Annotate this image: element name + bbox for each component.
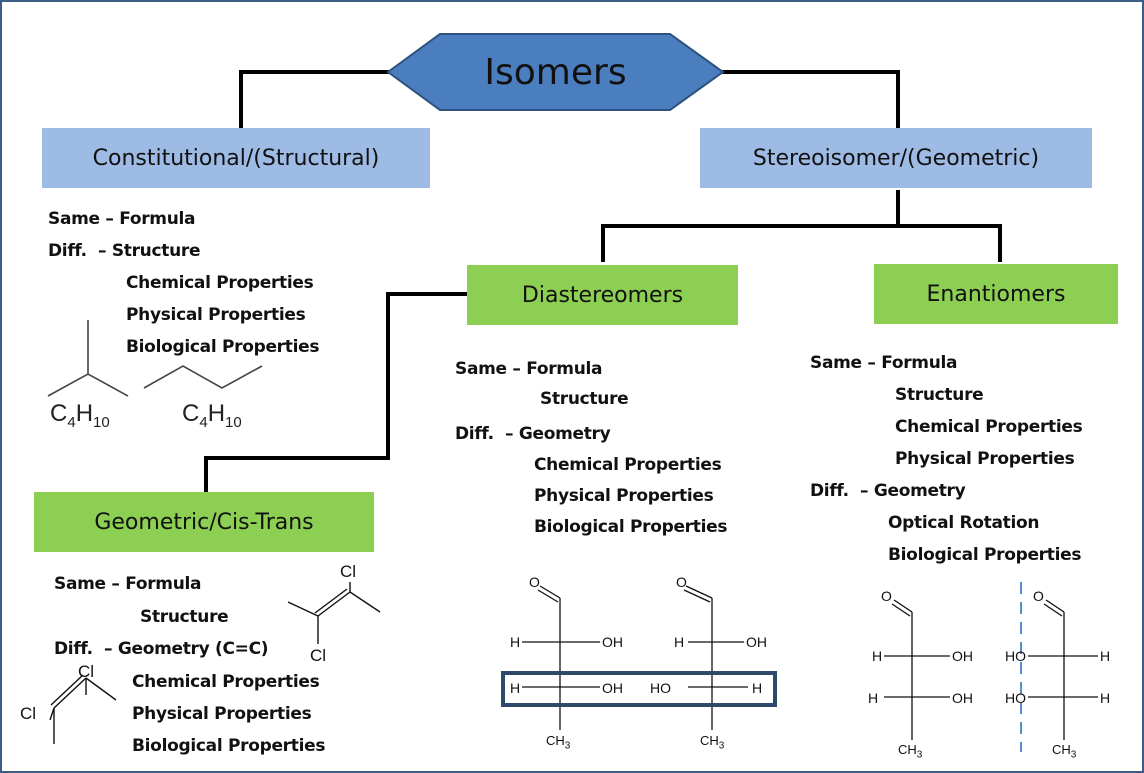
atom-o-ena-2: O — [1033, 588, 1044, 604]
geometric-box: Geometric/Cis-Trans — [34, 492, 374, 552]
dia-phys: Physical Properties — [534, 486, 714, 506]
geo-chem: Chemical Properties — [132, 672, 320, 692]
atom-o-dia-1: O — [529, 574, 540, 590]
atom-ho-ena-2a: HO — [1005, 648, 1026, 664]
atom-oh-dia-2a: OH — [746, 634, 767, 650]
atom-oh-dia-1b: OH — [602, 680, 623, 696]
atom-ch3-dia-1: CH3 — [546, 733, 571, 752]
atom-cl-cis-top: Cl — [78, 662, 95, 681]
stereoisomer-box: Stereoisomer/(Geometric) — [700, 128, 1092, 188]
dia-structure: Structure — [540, 389, 629, 409]
atom-h-dia-2a: H — [674, 634, 685, 650]
atom-oh-dia-1a: OH — [602, 634, 623, 650]
constitutional-box: Constitutional/(Structural) — [42, 128, 430, 188]
atom-ch3-ena-1: CH3 — [898, 742, 923, 761]
ena-chem: Chemical Properties — [895, 417, 1083, 437]
atom-h-ena-1a: H — [872, 648, 883, 664]
dia-same: Same – Formula — [455, 359, 603, 379]
constitutional-chem: Chemical Properties — [126, 273, 314, 293]
atom-cl-trans-bottom: Cl — [310, 646, 327, 665]
atom-cl-trans-top: Cl — [340, 562, 357, 581]
dia-chem: Chemical Properties — [534, 455, 722, 475]
atom-o-ena-1: O — [881, 588, 892, 604]
formula-linear: C4H10 — [182, 400, 242, 431]
atom-h-dia-2b: H — [752, 680, 763, 696]
atom-h-dia-1a: H — [510, 634, 521, 650]
constitutional-same: Same – Formula — [48, 209, 196, 229]
geo-bio: Biological Properties — [132, 736, 326, 756]
atom-ho-dia-2b: HO — [650, 680, 671, 696]
title-hexagon — [386, 33, 725, 111]
atom-ch3-ena-2: CH3 — [1052, 742, 1077, 761]
atom-ch3-dia-2: CH3 — [700, 733, 725, 752]
geo-diff: Diff. – Geometry (C=C) — [54, 639, 269, 659]
constitutional-phys: Physical Properties — [126, 305, 306, 325]
atom-o-dia-2: O — [676, 574, 687, 590]
enantiomers-box: Enantiomers — [874, 264, 1118, 324]
formula-branched: C4H10 — [50, 400, 110, 431]
ena-bio: Biological Properties — [888, 545, 1082, 565]
atom-ho-ena-2b: HO — [1005, 690, 1026, 706]
geo-phys: Physical Properties — [132, 704, 312, 724]
ena-optical: Optical Rotation — [888, 513, 1040, 533]
page-title: Isomers — [484, 51, 627, 93]
geo-structure: Structure — [140, 607, 229, 627]
highlight-box — [501, 671, 777, 707]
atom-h-dia-1b: H — [510, 680, 521, 696]
atom-h-ena-2b: H — [1100, 690, 1111, 706]
dia-bio: Biological Properties — [534, 517, 728, 537]
atom-cl-cis-left: Cl — [20, 704, 37, 723]
dia-diff: Diff. – Geometry — [455, 424, 611, 444]
ena-phys: Physical Properties — [895, 449, 1075, 469]
geo-same: Same – Formula — [54, 574, 202, 594]
atom-h-ena-2a: H — [1100, 648, 1111, 664]
ena-same: Same – Formula — [810, 353, 958, 373]
atom-h-ena-1b: H — [868, 690, 879, 706]
atom-oh-ena-1a: OH — [952, 648, 973, 664]
diastereomers-box: Diastereomers — [467, 265, 738, 325]
constitutional-diff: Diff. – Structure — [48, 241, 201, 261]
ena-structure: Structure — [895, 385, 984, 405]
atom-oh-ena-1b: OH — [952, 690, 973, 706]
constitutional-bio: Biological Properties — [126, 337, 320, 357]
ena-diff: Diff. – Geometry — [810, 481, 966, 501]
